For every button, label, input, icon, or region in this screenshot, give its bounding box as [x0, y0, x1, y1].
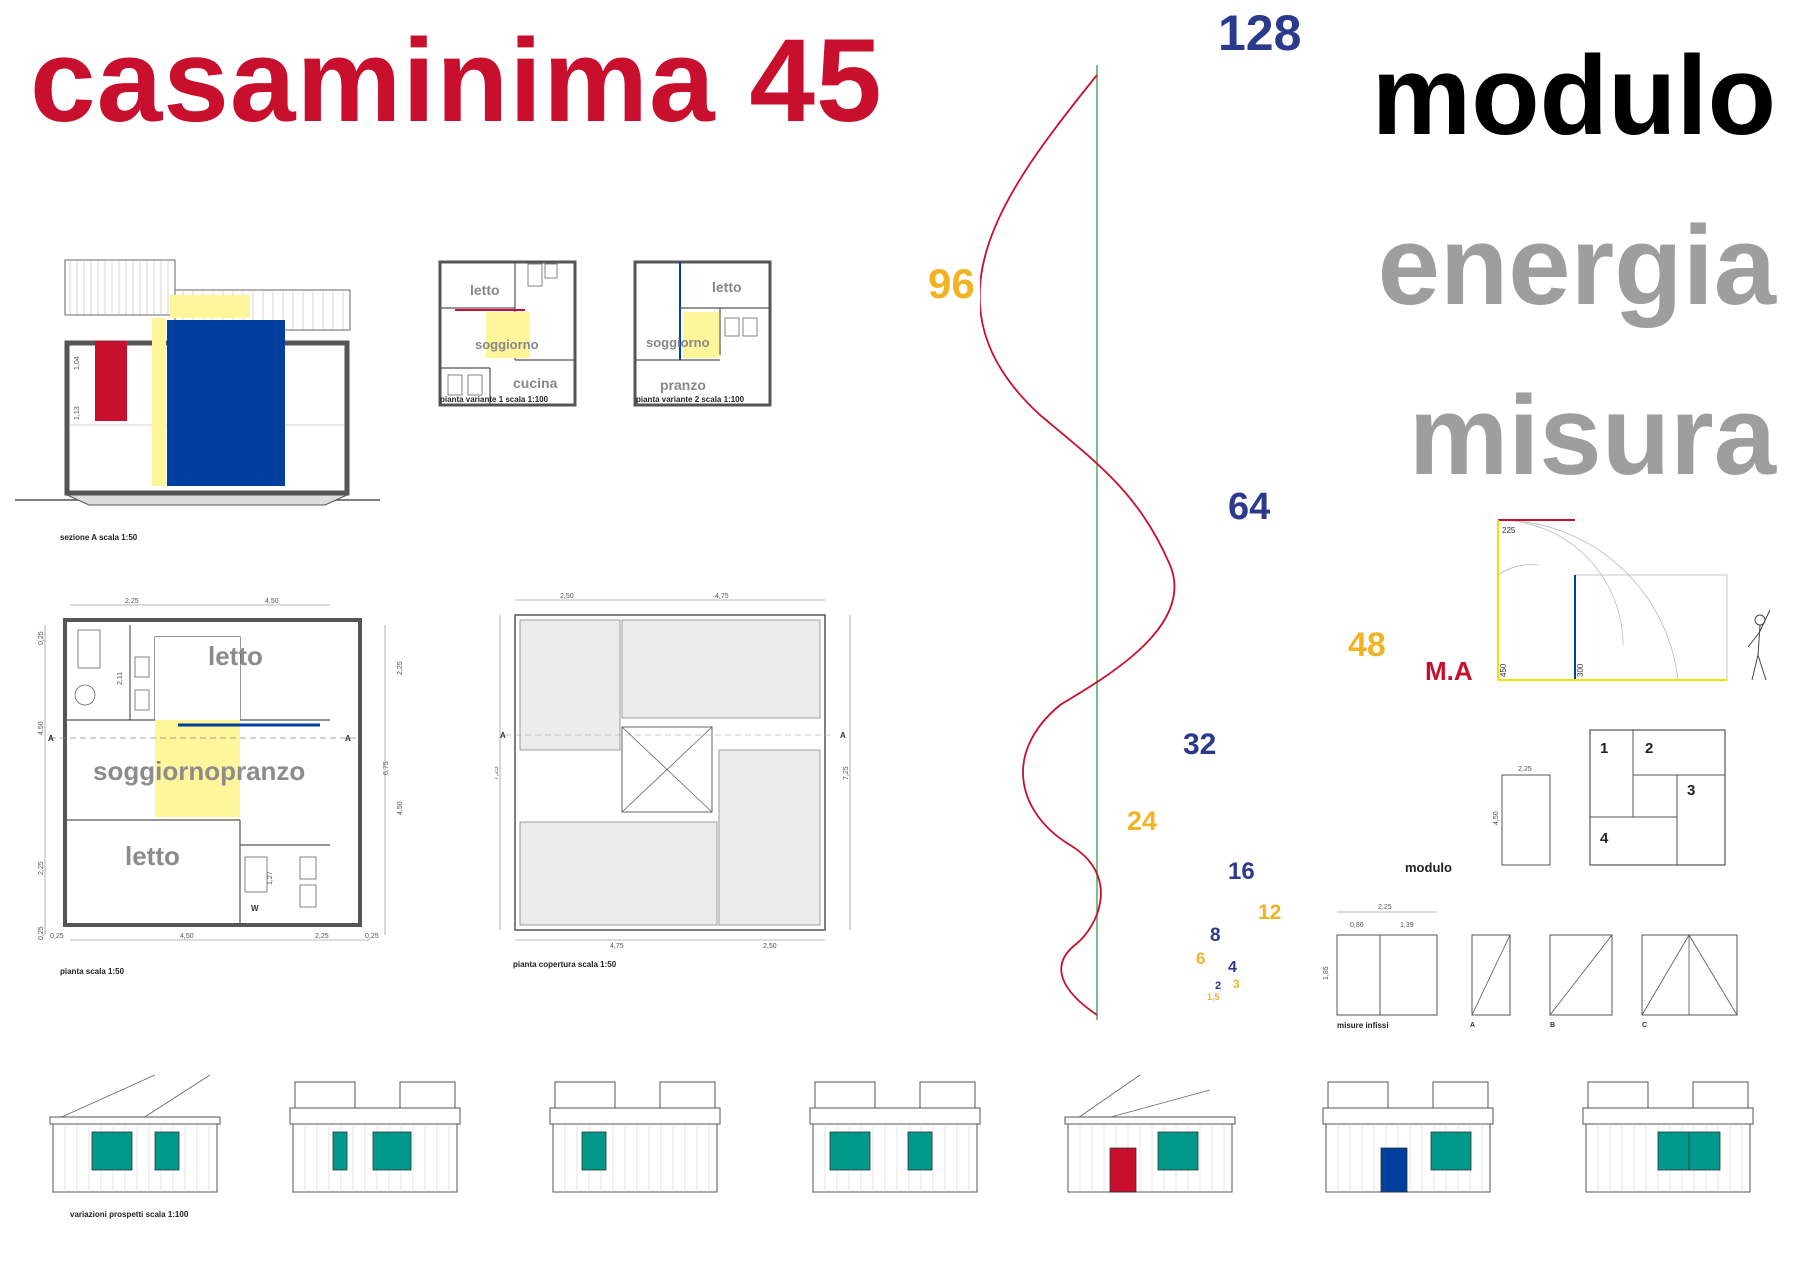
spiral-number: 6	[1196, 949, 1206, 968]
room-label: letto	[125, 841, 180, 871]
dim: 1,39	[1400, 922, 1414, 929]
modulor-dim: 450	[1499, 663, 1508, 677]
module-cell: 3	[1687, 782, 1695, 799]
dim: 4,50	[180, 933, 194, 940]
spiral-number: 48	[1348, 626, 1386, 664]
spiral-diagram	[980, 65, 1176, 1020]
keyword-misura: misura	[1408, 373, 1776, 498]
room-label: cucina	[513, 375, 558, 391]
modulor-diagram: 225 450 300 M.A	[1425, 519, 1771, 686]
module-cell: 4	[1600, 830, 1609, 847]
keyword-energia: energia	[1377, 203, 1776, 328]
spiral-number: 64	[1228, 486, 1271, 528]
fixture-label: A	[1470, 1022, 1475, 1029]
dim: 2,25	[1518, 766, 1532, 773]
spiral-number: 24	[1127, 806, 1158, 836]
fixture-label: B	[1550, 1022, 1555, 1029]
caption-variant1: pianta variante 1 scala 1:100	[440, 395, 549, 404]
dim: 0,25	[38, 631, 45, 645]
dim: 4,75	[715, 593, 729, 600]
caption-roof: pianta copertura scala 1:50	[513, 960, 617, 969]
keyword-modulo: modulo	[1371, 33, 1776, 158]
section-mark: A	[345, 734, 351, 743]
dim: 2,25	[1378, 904, 1392, 911]
dim: 4,50	[397, 801, 404, 815]
caption-variant2: pianta variante 2 scala 1:100	[636, 395, 745, 404]
section-mark: A	[840, 731, 846, 740]
spiral-number: 1,5	[1207, 992, 1220, 1002]
section-dim: 1,04	[74, 356, 81, 370]
module-grid: 2,25 4,50 1 2 3 4	[1493, 729, 1726, 866]
room-label: letto	[470, 282, 500, 298]
dim: 0,25	[50, 933, 64, 940]
dim: 2,25	[397, 661, 404, 675]
fixture-label: C	[1642, 1022, 1647, 1029]
page-title: casaminima 45	[30, 15, 883, 147]
modulor-label: M.A	[1425, 656, 1473, 686]
room-label: soggiorno	[475, 337, 539, 352]
room-label: letto	[712, 279, 742, 295]
dim: 4,50	[38, 721, 45, 735]
dim: 2,50	[560, 593, 574, 600]
dim: 1,85	[1323, 966, 1330, 980]
modulor-dim: 225	[1502, 526, 1516, 535]
dim: 0,86	[1350, 922, 1364, 929]
dim: 7,25	[495, 766, 500, 780]
fixtures-diagram: 2,25 0,86 1,39 1,85 A B C	[1323, 904, 1738, 1029]
spiral-number: 2	[1215, 980, 1222, 992]
room-label: soggiornopranzo	[93, 756, 305, 786]
dim: 4,50	[265, 598, 279, 605]
dim: 2,25	[315, 933, 329, 940]
dim: 4,50	[1493, 811, 1500, 825]
module-cell: 2	[1645, 740, 1653, 757]
variant2-plan: letto soggiorno pranzo	[633, 260, 772, 407]
spiral-number: 128	[1218, 5, 1302, 61]
spiral-number: 32	[1183, 728, 1217, 761]
caption-fixtures: misure infissi	[1337, 1021, 1389, 1030]
dim: 6,75	[383, 761, 390, 775]
dim: 2,25	[125, 598, 139, 605]
caption-section: sezione A scala 1:50	[60, 533, 138, 542]
caption-elevations: variazioni prospetti scala 1:100	[70, 1210, 189, 1219]
room-label: pranzo	[660, 377, 706, 393]
variant1-plan: letto soggiorno cucina	[438, 260, 577, 407]
room-label: letto	[208, 641, 263, 671]
dim: 7,25	[843, 766, 850, 780]
dim: 4,75	[610, 943, 624, 950]
module-cell: 1	[1600, 740, 1608, 757]
roof-plan: 2,50 4,75 4,75 2,50 7,25 7,25 A A	[495, 593, 851, 950]
room-label: W	[251, 904, 259, 913]
dim: 2,50	[763, 943, 777, 950]
spiral-number: 3	[1233, 977, 1240, 991]
dim: 0,25	[365, 933, 379, 940]
room-label: soggiorno	[646, 335, 710, 350]
elevations-row	[49, 1074, 1754, 1193]
spiral-number: 12	[1258, 901, 1282, 924]
spiral-number: 8	[1210, 925, 1221, 946]
dim: 0,25	[38, 926, 45, 940]
dim: 2,25	[38, 861, 45, 875]
dim: 1,27	[267, 871, 274, 885]
caption-plan: pianta scala 1:50	[60, 967, 125, 976]
dim: 2,11	[117, 672, 124, 685]
module-caption: modulo	[1405, 860, 1452, 875]
section-dim: 1,13	[74, 406, 81, 420]
section-drawing: 1,13 1,04	[15, 259, 380, 506]
main-plan: 2,25 4,50 0,25 4,50 2,25 0,25 0,25 4,50 …	[38, 598, 404, 941]
section-mark: A	[48, 734, 54, 743]
section-mark: A	[500, 731, 506, 740]
spiral-number: 96	[928, 260, 975, 307]
spiral-number: 4	[1228, 959, 1237, 976]
spiral-number: 16	[1228, 858, 1255, 885]
modulor-dim: 300	[1576, 663, 1585, 677]
